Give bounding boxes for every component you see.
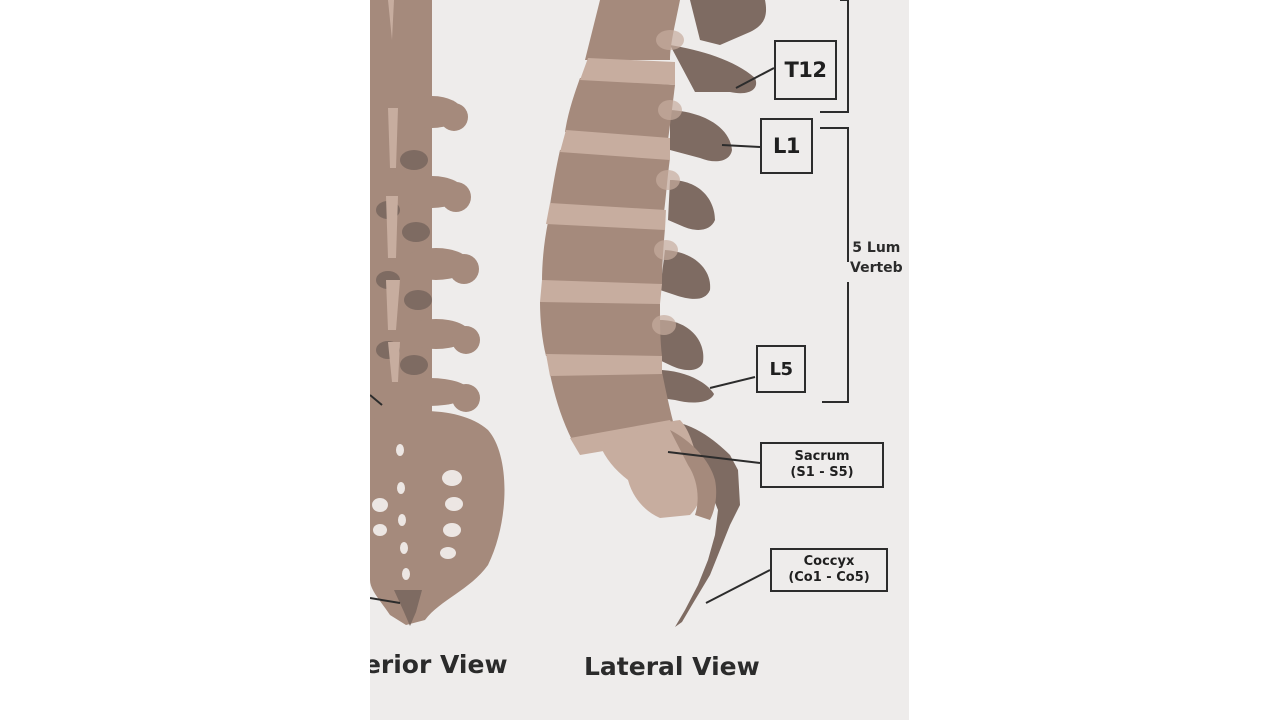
- l5-text: L5: [769, 358, 794, 380]
- sacrum-label: Sacrum (S1 - S5): [760, 442, 884, 488]
- spine-illustration: [370, 0, 849, 627]
- sacrum-name: Sacrum: [794, 449, 850, 464]
- lumbar-group-line1: 5 Lum: [852, 240, 901, 256]
- lumbar-group-line2: Verteb: [850, 260, 903, 276]
- coccyx-label: Coccyx (Co1 - Co5): [770, 548, 888, 592]
- t12-text: T12: [784, 58, 827, 82]
- lateral-view-title: Lateral View: [584, 652, 760, 681]
- l5-label: L5: [756, 345, 806, 393]
- l1-text: L1: [773, 134, 801, 158]
- coccyx-range: (Co1 - Co5): [788, 570, 870, 585]
- lumbar-group-label: 5 Lum Verteb: [850, 238, 903, 278]
- anterior-spine: [370, 0, 505, 626]
- t12-label: T12: [774, 40, 837, 100]
- coccyx-name: Coccyx: [803, 554, 855, 569]
- sacrum-range: (S1 - S5): [790, 465, 854, 480]
- l1-label: L1: [760, 118, 813, 174]
- lateral-spine: [540, 0, 849, 627]
- anatomy-poster: T12 L1 L5 Sacrum (S1 - S5) Coccyx (Co1 -…: [370, 0, 909, 720]
- anterior-view-title: terior View: [370, 650, 508, 679]
